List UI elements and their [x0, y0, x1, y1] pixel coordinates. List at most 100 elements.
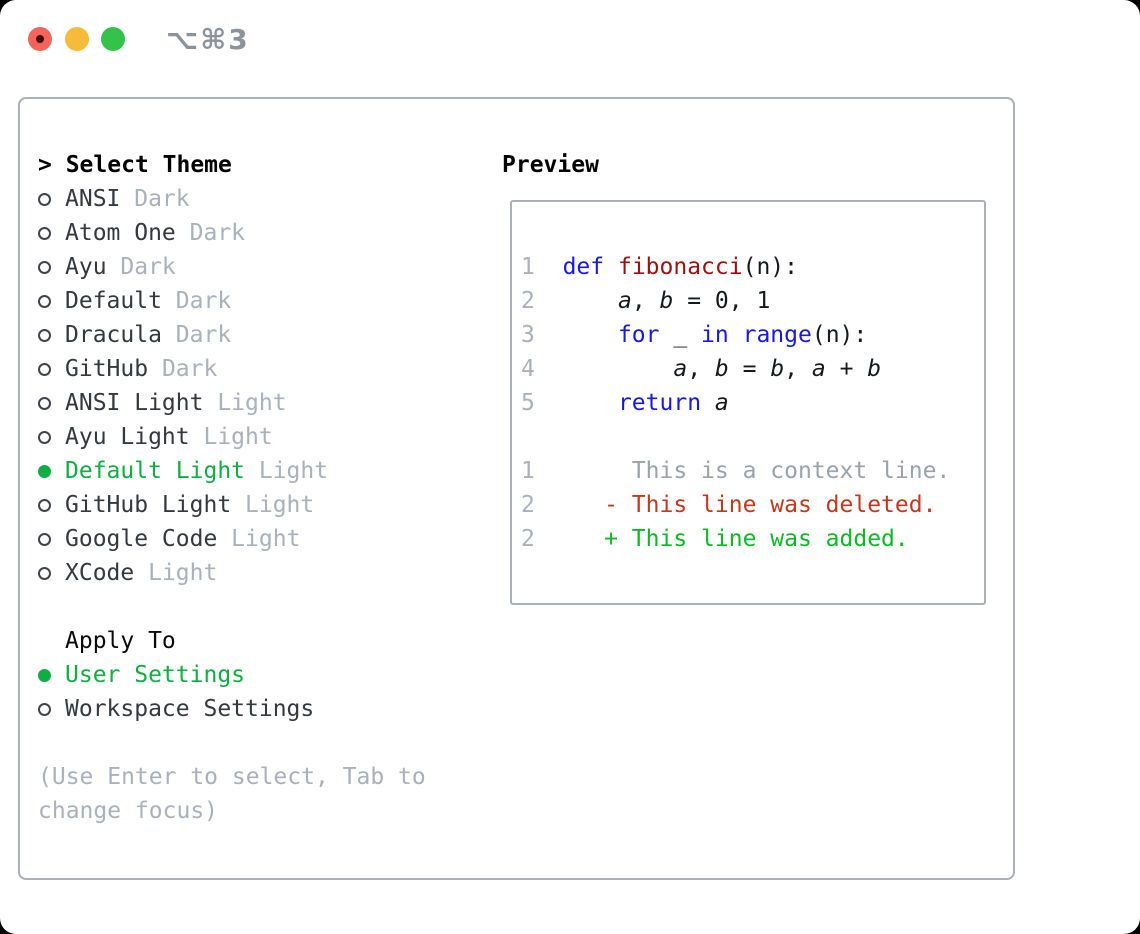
- code-token: [535, 322, 618, 348]
- code-token: 0, 1: [714, 288, 771, 314]
- theme-variant: Dark: [148, 356, 218, 382]
- theme-option[interactable]: GitHub Dark: [38, 352, 426, 386]
- theme-variant: Light: [203, 390, 287, 416]
- theme-name: ANSI Light: [65, 390, 204, 416]
- line-number: 2: [521, 526, 535, 552]
- code-token: This is a context line.: [631, 458, 951, 484]
- theme-option[interactable]: Ayu Light Light: [38, 420, 426, 454]
- theme-name: Google Code: [65, 526, 218, 552]
- code-token: ,: [784, 356, 812, 382]
- radio-icon: [38, 566, 51, 580]
- line-number: 2: [521, 492, 535, 518]
- theme-option[interactable]: Dracula Dark: [38, 318, 426, 352]
- code-line: 1 This is a context line.: [521, 454, 984, 488]
- code-token: _: [659, 322, 702, 348]
- apply-to-label: Workspace Settings: [65, 696, 315, 722]
- code-token: [604, 254, 618, 280]
- theme-option[interactable]: Google Code Light: [38, 522, 426, 556]
- code-token: (n):: [742, 254, 798, 280]
- radio-selected-icon: [38, 668, 51, 682]
- code-token: [729, 322, 743, 348]
- code-preview: 1 def fibonacci(n): 2 a, b = 0, 1 3 for _ …: [512, 202, 984, 556]
- code-token: - This line was deleted.: [604, 492, 937, 518]
- apply-to-header: Apply To: [65, 628, 176, 654]
- window-shortcut-label: ⌥⌘3: [166, 23, 250, 56]
- code-token: fibonacci: [617, 254, 743, 280]
- code-line: 2 - This line was deleted.: [521, 488, 984, 522]
- code-token: in: [701, 322, 729, 348]
- theme-variant: Dark: [120, 186, 190, 212]
- theme-variant: Light: [231, 492, 315, 518]
- theme-name: GitHub: [65, 356, 149, 382]
- radio-icon: [38, 532, 51, 546]
- line-number: 4: [521, 356, 535, 382]
- spacer: [38, 726, 426, 760]
- spacer: [38, 590, 426, 624]
- theme-name: Atom One: [65, 220, 176, 246]
- theme-name: Ayu Light: [65, 424, 190, 450]
- theme-option[interactable]: ANSI Dark: [38, 182, 426, 216]
- code-token: return: [617, 390, 702, 416]
- code-token: =: [728, 356, 771, 382]
- radio-icon: [38, 226, 51, 240]
- code-token: b: [714, 356, 729, 382]
- theme-option[interactable]: GitHub Light Light: [38, 488, 426, 522]
- radio-icon: [38, 430, 51, 444]
- theme-variant: Dark: [106, 254, 176, 280]
- close-button[interactable]: [28, 27, 52, 51]
- theme-option[interactable]: Default Light Light: [38, 454, 426, 488]
- code-line: 5 return a: [521, 386, 984, 420]
- code-token: ,: [631, 288, 660, 314]
- code-token: ,: [687, 356, 715, 382]
- theme-name: Ayu: [65, 254, 107, 280]
- theme-name: Default: [65, 288, 162, 314]
- theme-variant: Light: [134, 560, 218, 586]
- minimize-button[interactable]: [65, 27, 89, 51]
- theme-option[interactable]: Atom One Dark: [38, 216, 426, 250]
- code-line: 2 + This line was added.: [521, 522, 984, 556]
- preview-box: 1 def fibonacci(n): 2 a, b = 0, 1 3 for _ …: [510, 200, 986, 605]
- code-token: (n):: [811, 322, 868, 348]
- theme-option[interactable]: XCode Light: [38, 556, 426, 590]
- line-number: 1: [521, 254, 535, 280]
- code-token: a: [714, 390, 729, 416]
- titlebar: ⌥⌘3: [0, 0, 1140, 78]
- theme-name: ANSI: [65, 186, 121, 212]
- code-token: a: [673, 356, 688, 382]
- code-token: b: [770, 356, 785, 382]
- code-line: 3 for _ in range(n):: [521, 318, 984, 352]
- line-number: 2: [521, 288, 535, 314]
- theme-option[interactable]: Ayu Dark: [38, 250, 426, 284]
- code-token: b: [659, 288, 674, 314]
- apply-to-option[interactable]: Workspace Settings: [38, 692, 426, 726]
- code-token: range: [742, 322, 812, 348]
- theme-variant: Light: [189, 424, 273, 450]
- radio-icon: [38, 702, 51, 716]
- line-number: 5: [521, 390, 535, 416]
- hint-line: change focus): [38, 798, 219, 824]
- theme-name: GitHub Light: [65, 492, 232, 518]
- apply-to-option[interactable]: User Settings: [38, 658, 426, 692]
- radio-icon: [38, 396, 51, 410]
- close-dot-icon: [36, 35, 44, 43]
- radio-selected-icon: [38, 464, 51, 478]
- code-token: b: [867, 356, 882, 382]
- line-number: 3: [521, 322, 535, 348]
- theme-option[interactable]: ANSI Light Light: [38, 386, 426, 420]
- theme-option[interactable]: Default Dark: [38, 284, 426, 318]
- code-token: a: [811, 356, 826, 382]
- zoom-button[interactable]: [101, 27, 125, 51]
- line-number: 1: [521, 458, 535, 484]
- code-token: =: [673, 288, 715, 314]
- theme-variant: Dark: [175, 220, 246, 246]
- theme-variant: Dark: [161, 288, 232, 314]
- code-line: 1 def fibonacci(n):: [521, 250, 984, 284]
- code-token: + This line was added.: [604, 526, 909, 552]
- code-token: for: [617, 322, 660, 348]
